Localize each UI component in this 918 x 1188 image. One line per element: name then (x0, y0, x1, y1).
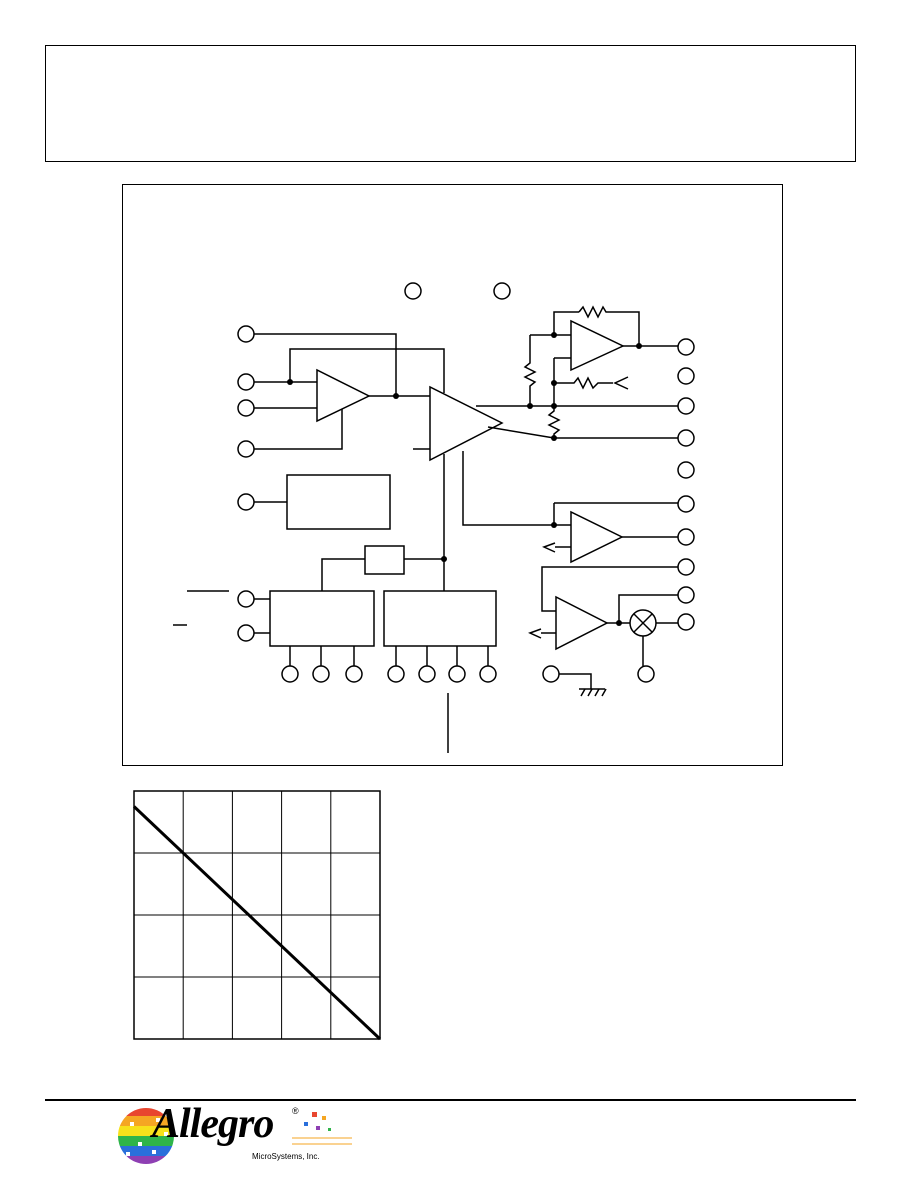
logo-wordmark: Allegro (152, 1101, 274, 1147)
pin (542, 665, 560, 683)
logic-block-left (269, 590, 375, 647)
pin (677, 367, 695, 385)
chart-grid (133, 790, 381, 1040)
pin (237, 399, 255, 417)
pin (237, 493, 255, 511)
junction-dot (287, 379, 293, 385)
logo-accent-dots (292, 1112, 352, 1145)
chart-series-group (132, 805, 382, 1041)
junction-dot (527, 403, 533, 409)
pin (237, 624, 255, 642)
block-small (364, 545, 405, 575)
pin (312, 665, 330, 683)
junction-dot (551, 403, 557, 409)
junction-dot (551, 435, 557, 441)
pin (448, 665, 466, 683)
junction-dot (551, 522, 557, 528)
junction-dot (616, 620, 622, 626)
junction-dot (551, 380, 557, 386)
block-diagram-frame (122, 184, 783, 766)
pin (677, 338, 695, 356)
allegro-logo: Allegro ® MicroSystems, Inc. (116, 1101, 356, 1168)
junction-dot (393, 393, 399, 399)
pin (677, 495, 695, 513)
pin (677, 429, 695, 447)
pin (677, 558, 695, 576)
output-amplifier-mid (570, 510, 624, 564)
pin (237, 325, 255, 343)
block-diagram (173, 282, 695, 753)
pin (677, 461, 695, 479)
footer-rule (45, 1099, 856, 1101)
pin (237, 440, 255, 458)
pin (677, 397, 695, 415)
pin (479, 665, 497, 683)
pin (637, 665, 655, 683)
series-line (132, 805, 382, 1041)
plot-frame (133, 790, 381, 1040)
logic-block-right (383, 590, 497, 647)
block (286, 474, 391, 530)
logo-registered-mark: ® (292, 1106, 299, 1116)
main-amplifier (429, 385, 504, 462)
junction-dot (441, 556, 447, 562)
input-amplifier (316, 368, 371, 423)
logo-globe-icon (118, 1108, 174, 1164)
pin (237, 590, 255, 608)
pin (677, 613, 695, 631)
pin (387, 665, 405, 683)
logo-subtitle: MicroSystems, Inc. (252, 1152, 320, 1161)
junction-dot (551, 332, 557, 338)
pin (281, 665, 299, 683)
pin (677, 586, 695, 604)
output-amplifier-bottom (555, 595, 609, 651)
pin (345, 665, 363, 683)
pin (493, 282, 511, 300)
junction-dot (636, 343, 642, 349)
header-frame (45, 45, 856, 162)
pin (237, 373, 255, 391)
pin (404, 282, 422, 300)
output-amplifier-top (570, 319, 625, 372)
pin (418, 665, 436, 683)
pin (677, 528, 695, 546)
